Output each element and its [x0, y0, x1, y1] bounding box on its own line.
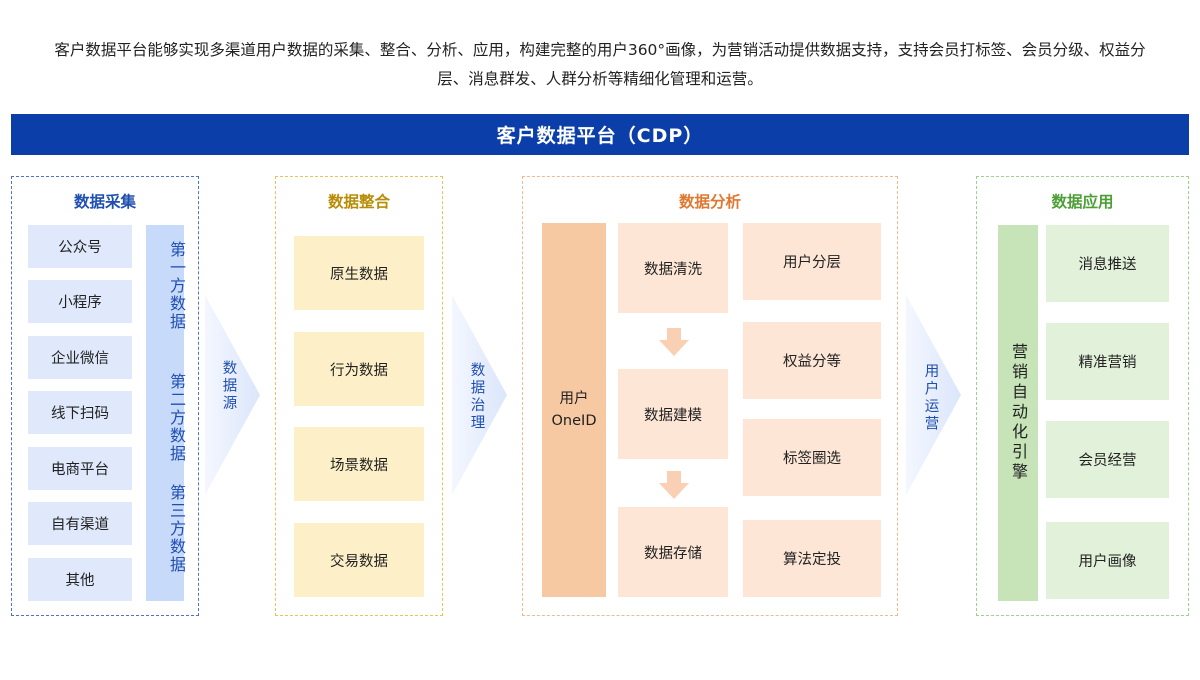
channel-box: 公众号: [28, 225, 132, 268]
data-source-strip: 第一方数据 第二方数据 第三方数据: [146, 225, 186, 601]
source-second-party: 第二方数据: [167, 373, 186, 463]
channel-box: 企业微信: [28, 336, 132, 379]
channel-box: 电商平台: [28, 447, 132, 490]
application-box: 精准营销: [1046, 323, 1169, 400]
section-title-integration: 数据整合: [327, 193, 390, 211]
oneid-box: 用户 OneID: [542, 223, 606, 597]
down-arrow-icon: [659, 471, 689, 499]
flow-arrow-icon: [205, 295, 260, 495]
source-third-party: 第三方数据: [167, 484, 186, 574]
source-first-party: 第一方数据: [167, 241, 186, 331]
oneid-label-2: OneID: [551, 413, 597, 429]
section-data-integration: 数据整合 原生数据 行为数据 场景数据 交易数据: [275, 176, 443, 616]
analysis-result-box: 用户分层: [743, 223, 881, 300]
application-box: 消息推送: [1046, 225, 1169, 302]
application-box: 会员经营: [1046, 421, 1169, 498]
application-box: 用户画像: [1046, 522, 1169, 599]
channel-box: 线下扫码: [28, 391, 132, 434]
section-title-application: 数据应用: [1051, 193, 1114, 211]
arrow-label-data-source: 数据源: [220, 360, 237, 413]
arrow-label-data-governance: 数据治理: [468, 362, 485, 432]
section-data-collection: 数据采集 公众号 小程序 企业微信 线下扫码 电商平台 自有渠道 其他 第一方数…: [11, 176, 199, 616]
flow-arrow-icon: [906, 295, 961, 495]
process-box: 数据存储: [618, 507, 728, 597]
integration-box: 场景数据: [294, 427, 424, 501]
integration-box: 原生数据: [294, 236, 424, 310]
process-box: 数据建模: [618, 369, 728, 459]
analysis-result-box: 标签圈选: [743, 419, 881, 496]
integration-box: 交易数据: [294, 523, 424, 597]
automation-engine-label: 营销自动化引擎: [1009, 343, 1028, 483]
section-title-collection: 数据采集: [73, 193, 136, 211]
analysis-result-box: 算法定投: [743, 520, 881, 597]
channel-box: 自有渠道: [28, 502, 132, 545]
channel-box: 其他: [28, 558, 132, 601]
arrow-label-user-ops: 用户运营: [922, 363, 939, 433]
intro-paragraph: 客户数据平台能够实现多渠道用户数据的采集、整合、分析、应用，构建完整的用户360…: [0, 36, 1200, 94]
section-data-application: 数据应用 营销自动化引擎 消息推送 精准营销 会员经营 用户画像: [976, 176, 1189, 616]
oneid-label-1: 用户: [559, 391, 589, 407]
section-data-analysis: 数据分析 用户 OneID 数据清洗 数据建模 数据存储 用户分层 权益分等 标…: [522, 176, 898, 616]
section-title-analysis: 数据分析: [678, 193, 741, 211]
down-arrow-icon: [659, 328, 689, 356]
flow-arrow-icon: [452, 295, 507, 495]
analysis-result-box: 权益分等: [743, 322, 881, 399]
intro-line-1: 客户数据平台能够实现多渠道用户数据的采集、整合、分析、应用，构建完整的用户360…: [54, 41, 1146, 59]
integration-box: 行为数据: [294, 332, 424, 406]
process-box: 数据清洗: [618, 223, 728, 313]
intro-line-2: 层、消息群发、人群分析等精细化管理和运营。: [437, 70, 763, 88]
platform-banner: 客户数据平台（CDP）: [11, 114, 1189, 155]
automation-engine-box: 营销自动化引擎: [998, 225, 1038, 601]
channel-box: 小程序: [28, 280, 132, 323]
